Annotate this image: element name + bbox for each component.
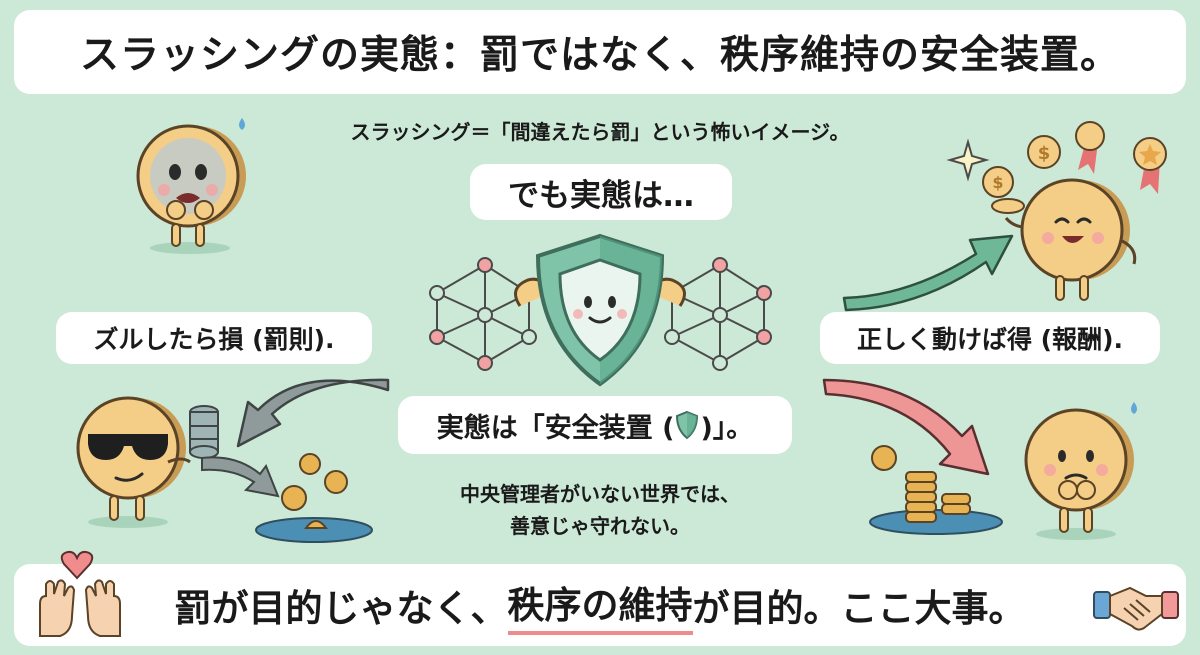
shield-icon: [676, 410, 699, 440]
footer-text: 罰が目的じゃなく、 秩序の維持 が目的。ここ大事。: [130, 564, 1070, 646]
down-arrow-icon: [822, 378, 990, 476]
reality-label-card: 実態は「安全装置 ( )」。: [398, 396, 792, 454]
sparkle-icon: [946, 138, 990, 182]
up-arrow-icon: [842, 234, 1014, 312]
heart-icon: [60, 550, 94, 580]
explanation-line-2: 善意じゃ守れない。: [510, 514, 690, 538]
raised-hands-icon: [39, 579, 121, 637]
page-title: スラッシングの実態：罰ではなく、秩序維持の安全装置。: [79, 33, 1120, 78]
falling-coins-hole-icon: [201, 453, 373, 543]
svg-text:$: $: [1038, 143, 1051, 164]
handshake-icon: [1093, 586, 1179, 631]
coin-stack-hole-icon: [869, 445, 1003, 535]
but-reality-card: でも実態は…: [470, 164, 732, 220]
reality-label-before: 実態は「安全装置 (: [436, 412, 675, 444]
but-reality-text: でも実態は…: [508, 177, 694, 214]
happy-coin-icon: $ $: [982, 135, 1137, 301]
cool-coin-with-sunglasses-icon: [76, 396, 219, 528]
footer-highlight: 秩序の維持: [507, 575, 693, 635]
explanation-text: 中央管理者がいない世界では、 善意じゃ守れない。: [380, 478, 820, 542]
footer-text-part-2: が目的。ここ大事。: [692, 587, 1026, 630]
reality-label-after: )」。: [700, 412, 754, 444]
honest-reward-card: 正しく動けば得 (報酬).: [820, 312, 1160, 364]
title-banner: スラッシングの実態：罰ではなく、秩序維持の安全装置。: [14, 10, 1186, 94]
explanation-line-1: 中央管理者がいない世界では、: [460, 482, 740, 506]
worried-coin-icon: [136, 118, 246, 254]
gray-arrow-icon: [236, 378, 390, 448]
cheat-penalty-text: ズルしたら損 (罰則).: [93, 325, 335, 354]
svg-text:$: $: [992, 173, 1003, 192]
footer-text-part-1: 罰が目的じゃなく、: [174, 587, 508, 630]
honest-reward-text: 正しく動けば得 (報酬).: [856, 325, 1124, 354]
sad-coin-icon: [1024, 402, 1137, 540]
subtitle: スラッシング＝「間違えたら罰」という怖いイメージ。: [350, 120, 850, 144]
cheat-penalty-card: ズルしたら損 (罰則).: [56, 312, 372, 364]
shield-mascot-icon: [514, 233, 686, 387]
medal-icon: [1075, 121, 1167, 194]
footer-banner: 罰が目的じゃなく、 秩序の維持 が目的。ここ大事。: [14, 550, 1186, 646]
